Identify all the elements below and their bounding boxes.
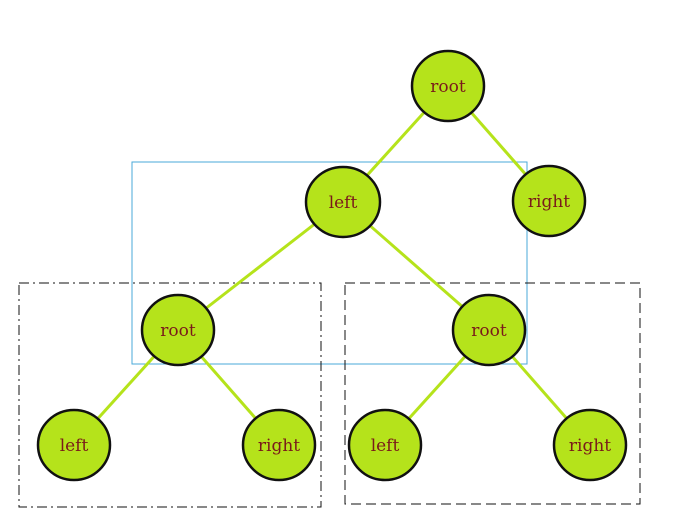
node-circle [347,408,423,482]
left-subtree-box [18,282,322,508]
node-label: left [371,436,400,456]
node-label: right [528,192,570,212]
node-circle [241,408,317,482]
node-circle [36,408,112,482]
node-label: right [258,436,300,456]
highlight-subtree-box [131,161,528,365]
tree-node-root-n4: root [140,293,216,367]
tree-node-right-n7: right [241,408,317,482]
node-label: right [569,436,611,456]
node-circle [304,165,382,239]
node-label: root [430,77,466,97]
nodes-layer: root left right root root left right left right [36,49,628,482]
tree-node-right-n3: right [511,164,587,238]
node-circle [410,49,486,123]
right-subtree-box [344,282,641,505]
node-label: left [60,436,89,456]
tree-node-right-n9: right [552,408,628,482]
tree-node-root-n5: root [451,293,527,367]
node-label: root [471,321,507,341]
tree-node-root-n1: root [410,49,486,123]
node-circle [140,293,216,367]
node-circle [511,164,587,238]
tree-node-left-n6: left [36,408,112,482]
node-circle [451,293,527,367]
tree-node-left-n2: left [304,165,382,239]
node-circle [552,408,628,482]
tree-node-left-n8: left [347,408,423,482]
edges-layer [72,84,592,447]
node-label: left [329,193,358,213]
node-label: root [160,321,196,341]
